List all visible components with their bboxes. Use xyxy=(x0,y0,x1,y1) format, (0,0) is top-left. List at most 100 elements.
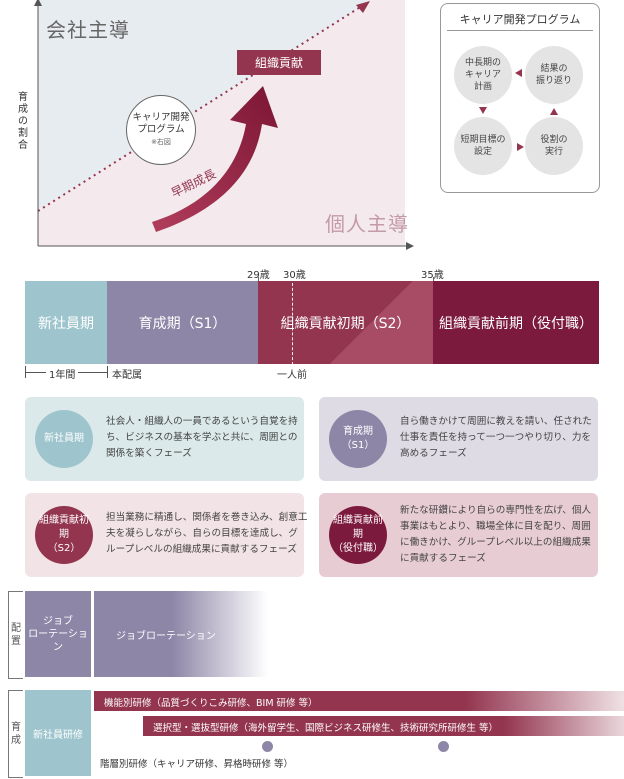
desc-line: 関係を築くフェーズ xyxy=(106,448,192,459)
desc-line: 自ら働きかけて周囲に教えを請い、任された xyxy=(400,416,592,427)
step-text: 短期目標の xyxy=(460,135,506,145)
phase-new-employee: 新社員期 xyxy=(25,281,107,364)
y-axis-label: 育 成 の 割 合 xyxy=(17,92,29,152)
division-dotted-line xyxy=(37,5,363,212)
phase-development: 育成期（S1） xyxy=(107,281,258,364)
arrow-up-icon xyxy=(550,108,558,115)
arrow-down-icon xyxy=(479,107,487,114)
age-35-tick xyxy=(433,277,434,281)
x-axis-arrowhead xyxy=(406,242,414,250)
step-text: 結果の xyxy=(540,64,568,74)
y-axis-char: 育 xyxy=(18,92,28,103)
arrow-left-icon xyxy=(515,69,522,77)
desc-line: に貢献するフェーズ xyxy=(400,553,486,564)
card-desc-early-contribution: 担当業務に精通し、関係者を巻き込み、創意工 夫を凝らしながら、自らの目標を達成し… xyxy=(106,510,307,558)
age-35-label: 35歳 xyxy=(421,270,444,281)
career-program-title-rule xyxy=(447,30,593,31)
card-desc-new-employee: 社会人・組織人の一員であるという自覚を持 ち、ビジネスの基本を学ぶと共に、周囲と… xyxy=(106,414,298,462)
early-growth-arrow xyxy=(152,86,278,232)
step-review-results: 結果の 振り返り xyxy=(525,46,583,104)
y-axis-arrowhead xyxy=(34,0,42,6)
career-program-title: キャリア開発プログラム xyxy=(459,13,581,26)
step-text: 計画 xyxy=(473,82,492,92)
job-rotation-box-line: ローテーション xyxy=(28,628,88,653)
y-axis-char: 合 xyxy=(18,140,28,151)
desc-line: ち、ビジネスの基本を学ぶと共に、周囲との xyxy=(106,432,298,443)
one-year-bracket-right xyxy=(107,366,108,378)
step-text: 設定 xyxy=(473,147,492,157)
arrow-right-icon xyxy=(517,143,524,151)
level-training-dot-2 xyxy=(438,741,449,752)
age-30-label: 30歳 xyxy=(283,270,306,281)
desc-line: 新たな研鑽により自らの専門性を広げ、個人 xyxy=(400,505,592,516)
desc-line: 社会人・組織人の一員であるという自覚を持 xyxy=(106,416,298,427)
training-side-label: 育 成 xyxy=(8,690,23,778)
level-training-label: 階層別研修（キャリア研修、昇格時研修 等） xyxy=(100,759,294,770)
selective-training-label: 選択型・選抜型研修（海外留学生、国際ビジネス研修生、技術研究所研修生 等） xyxy=(153,723,499,734)
job-rotation-box: ジョブ ローテーション xyxy=(25,591,91,677)
card-circle-early-contribution: 組織貢献初期 （S2） xyxy=(35,506,93,564)
card-desc-development: 自ら働きかけて周囲に教えを請い、任された 仕事を責任を持って一つ一つやり切り、力… xyxy=(400,414,592,462)
phase-early-contribution: 組織貢献初期（S2） xyxy=(258,281,433,364)
y-axis-char: の xyxy=(18,116,28,127)
division-line-arrowhead xyxy=(356,1,370,13)
side-char: 育 xyxy=(11,722,21,733)
step-text: キャリア xyxy=(464,70,501,80)
circle-text: （S2） xyxy=(47,543,81,554)
program-bubble-line2: プログラム xyxy=(137,124,185,135)
job-rotation-bar-label: ジョブローテーション xyxy=(116,631,216,642)
individual-lead-label: 個人主導 xyxy=(325,212,409,236)
step-text: 実行 xyxy=(544,147,563,157)
contribution-box: 組織貢献 xyxy=(237,50,321,75)
phase-pre-contribution: 組織貢献前期（役付職） xyxy=(433,281,599,364)
one-year-label: 1年間 xyxy=(46,366,79,381)
selective-training-bar: 選択型・選抜型研修（海外留学生、国際ビジネス研修生、技術研究所研修生 等） xyxy=(143,716,624,736)
desc-line: ループレベルの組織成果に貢献するフェーズ xyxy=(106,544,297,555)
job-rotation-box-line: ジョブ xyxy=(43,615,73,627)
cycle-arrows xyxy=(479,69,558,151)
age-29-tick xyxy=(258,277,259,281)
phase-label: 育成期（S1） xyxy=(138,315,227,332)
desc-line: 担当業務に精通し、関係者を巻き込み、創意工 xyxy=(106,512,308,523)
program-bubble: キャリア開発 プログラム ※右図 xyxy=(126,95,196,165)
phase-label: 組織貢献前期（役付職） xyxy=(439,315,593,332)
new-employee-training-label: 新社員研修 xyxy=(33,729,83,741)
y-axis-char: 成 xyxy=(18,104,28,115)
card-circle-new-employee: 新社員期 xyxy=(35,410,93,468)
job-rotation-bar: ジョブローテーション xyxy=(94,591,268,677)
phase-label: 組織貢献初期（S2） xyxy=(280,315,411,332)
card-desc-pre-contribution: 新たな研鑽により自らの専門性を広げ、個人 事業はもとより、職場全体に目を配り、周… xyxy=(400,503,591,567)
step-text: 役割の xyxy=(540,135,568,145)
circle-text: （役付職） xyxy=(333,543,383,554)
step-short-term-goals: 短期目標の 設定 xyxy=(454,117,512,175)
step-text: 振り返り xyxy=(535,76,572,86)
new-employee-training-box: 新社員研修 xyxy=(25,690,91,776)
contribution-label: 組織貢献 xyxy=(254,56,303,70)
circle-text: 新社員期 xyxy=(44,433,84,444)
card-circle-development: 育成期 （S1） xyxy=(329,410,387,468)
functional-training-bar: 機能別研修（品質づくりこみ研修、BIM 研修 等） xyxy=(94,691,624,711)
card-circle-pre-contribution: 組織貢献前期 （役付職） xyxy=(329,506,387,564)
age-30-dotted-line xyxy=(292,278,293,370)
desc-line: 夫を凝らしながら、自らの目標を達成し、グ xyxy=(106,528,298,539)
company-lead-label: 会社主導 xyxy=(46,18,130,42)
side-char: 配 xyxy=(11,623,21,634)
independent-label: 一人前 xyxy=(277,370,307,381)
side-char: 置 xyxy=(11,636,21,647)
age-29-label: 29歳 xyxy=(247,270,270,281)
assigned-label: 本配属 xyxy=(112,370,142,381)
desc-line: 高めるフェーズ xyxy=(400,448,467,459)
desc-line: 事業はもとより、職場全体に目を配り、周囲 xyxy=(400,521,591,532)
functional-training-label: 機能別研修（品質づくりこみ研修、BIM 研修 等） xyxy=(104,698,318,709)
level-training-dot-1 xyxy=(262,741,273,752)
program-bubble-note: ※右図 xyxy=(151,138,171,146)
step-execute-role: 役割の 実行 xyxy=(525,117,583,175)
y-axis-char: 割 xyxy=(18,128,28,139)
program-bubble-line1: キャリア開発 xyxy=(132,112,190,123)
desc-line: 仕事を責任を持って一つ一つやり切り、力を xyxy=(400,432,592,443)
phase-label: 新社員期 xyxy=(38,315,94,332)
side-char: 成 xyxy=(11,735,21,746)
circle-text: 育成期 xyxy=(343,426,373,437)
circle-text: （S1） xyxy=(341,440,375,451)
circle-text: 組織貢献初期 xyxy=(39,515,89,540)
